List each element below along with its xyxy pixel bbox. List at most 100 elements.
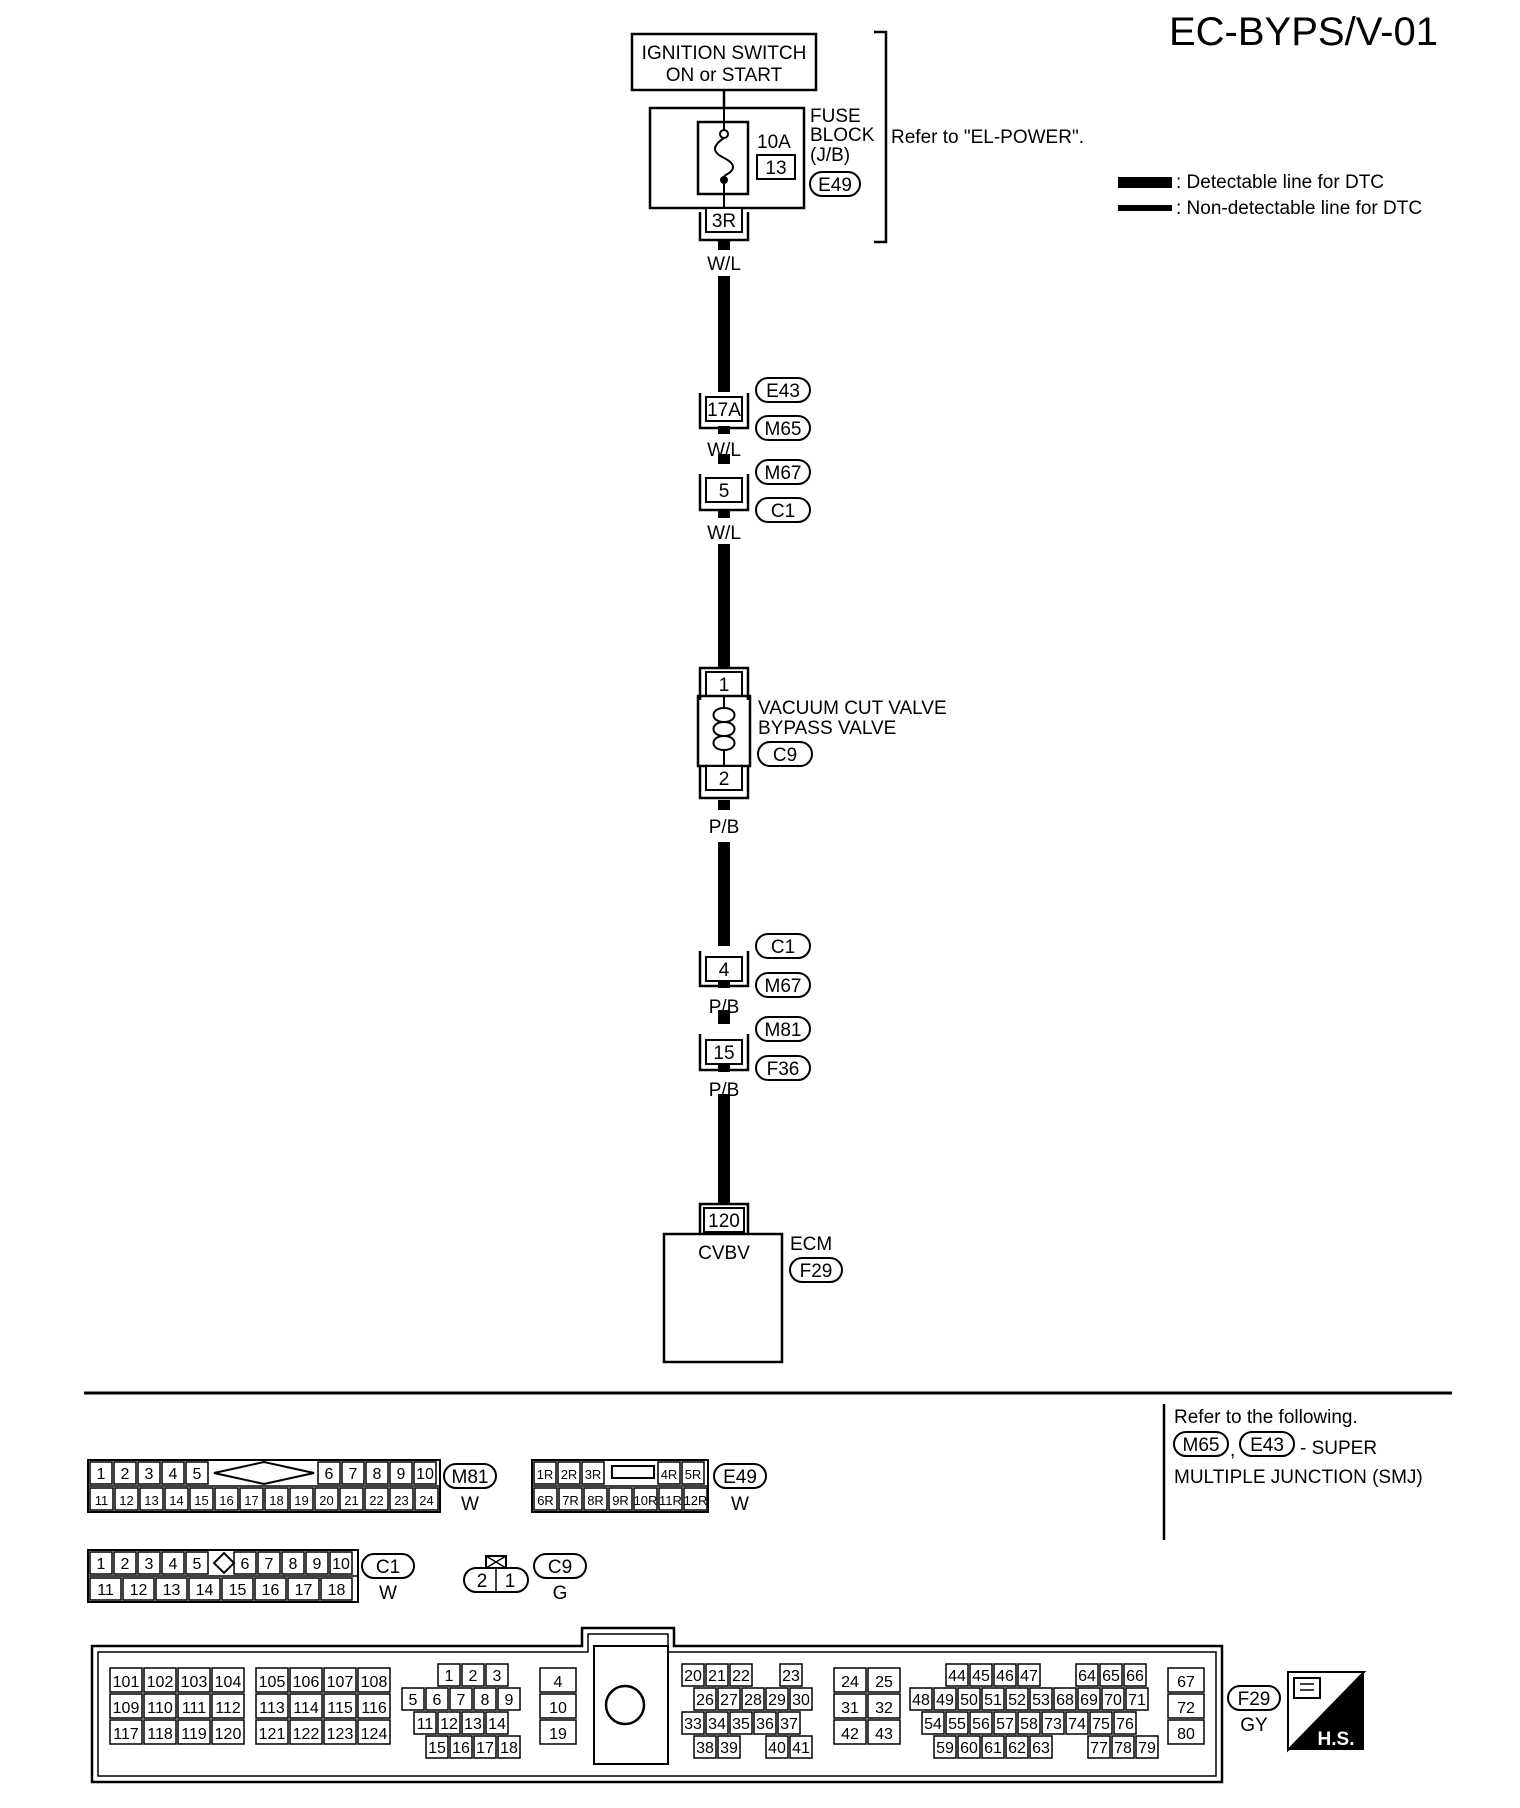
pin-cell <box>1017 1711 1041 1735</box>
pin-cell <box>539 1719 577 1745</box>
pin-cell <box>558 1487 583 1511</box>
detectable-line-swatch <box>1118 177 1172 188</box>
pin-cell <box>320 1577 353 1601</box>
pin-label: 5R <box>685 1467 702 1482</box>
pin-label: 4 <box>169 1556 178 1573</box>
pin-label: 102 <box>147 1674 174 1691</box>
pin-cell <box>1053 1687 1077 1711</box>
pin-label: 18 <box>269 1493 283 1508</box>
pin-label: 5 <box>409 1692 418 1709</box>
pin-cell <box>1101 1687 1125 1711</box>
connector-id: C9 <box>548 1557 572 1578</box>
pin-label: 4 <box>554 1674 563 1691</box>
pin-label: 7R <box>562 1493 579 1508</box>
pin-cell <box>143 1693 177 1719</box>
pin-cell <box>449 1735 473 1759</box>
pin-label: 77 <box>1090 1740 1108 1757</box>
pin-cell <box>341 1461 365 1485</box>
pin-cell <box>164 1487 189 1511</box>
pin-label: 19 <box>549 1726 567 1743</box>
pin-cell <box>189 1487 214 1511</box>
pin-cell <box>1075 1663 1099 1687</box>
pin-label: 3 <box>145 1466 154 1483</box>
pin-label: 116 <box>361 1700 387 1717</box>
pin-label: 68 <box>1056 1692 1074 1709</box>
pin-cell <box>1167 1719 1205 1745</box>
valve-pin2: 2 <box>719 769 730 790</box>
pin-label: 14 <box>196 1582 214 1599</box>
pin-cell <box>211 1667 245 1693</box>
pin-label: 2 <box>469 1668 478 1685</box>
pin-cell <box>633 1487 658 1511</box>
pin-cell <box>921 1711 945 1735</box>
pin-cell <box>933 1735 957 1759</box>
pin-cell <box>657 1461 681 1485</box>
pin-label: 33 <box>684 1716 702 1733</box>
pin-cell <box>113 1461 137 1485</box>
pin-label: 9 <box>313 1556 322 1573</box>
pin-cell <box>114 1487 139 1511</box>
pin-cell <box>89 1577 122 1601</box>
pin-cell <box>109 1667 143 1693</box>
pin-label: 10 <box>416 1466 434 1483</box>
pin-cell <box>143 1667 177 1693</box>
pin-label: 111 <box>182 1700 206 1717</box>
connector-color: G <box>553 1583 568 1604</box>
valve-name-line1: VACUUM CUT VALVE <box>758 698 947 719</box>
pin-cell <box>449 1687 473 1711</box>
pin-cell <box>993 1663 1017 1687</box>
pin-cell <box>289 1487 314 1511</box>
pin-label: 20 <box>684 1668 702 1685</box>
pin-cell <box>155 1577 188 1601</box>
pin-cell <box>339 1487 364 1511</box>
pin-cell <box>401 1687 425 1711</box>
pin-label: 50 <box>960 1692 978 1709</box>
pin-label: 60 <box>960 1740 978 1757</box>
pin-label: 43 <box>875 1726 893 1743</box>
harness-side-icon: H.S. <box>1287 1671 1367 1753</box>
wire-color-label: P/B <box>709 1080 740 1101</box>
pin-cell <box>867 1693 901 1719</box>
ignition-switch: IGNITION SWITCH ON or START <box>630 32 818 92</box>
pin-label: 64 <box>1078 1668 1096 1685</box>
wire-color-label: W/L <box>707 523 741 544</box>
pin-label: 5 <box>193 1466 202 1483</box>
pin-label: 3 <box>493 1668 502 1685</box>
pin-label: 119 <box>181 1726 207 1743</box>
pin-cell <box>214 1487 239 1511</box>
pin-label: 67 <box>1177 1674 1195 1691</box>
pin-label: 108 <box>361 1674 388 1691</box>
pin-label: 10 <box>549 1700 567 1717</box>
pin-cell <box>389 1461 413 1485</box>
pin-cell <box>305 1551 329 1575</box>
pin-label: 6R <box>537 1493 554 1508</box>
pin-cell <box>161 1551 185 1575</box>
pin-label: 10R <box>634 1493 658 1508</box>
pin-cell <box>461 1711 485 1735</box>
pin-label: 32 <box>875 1700 893 1717</box>
pin-label: 12 <box>440 1716 458 1733</box>
pin-cell <box>137 1551 161 1575</box>
pin-cell <box>909 1687 933 1711</box>
pin-cell <box>137 1461 161 1485</box>
pin-cell <box>957 1687 981 1711</box>
pin-cell <box>255 1719 289 1745</box>
pin-cell <box>539 1667 577 1693</box>
pin-label: 62 <box>1008 1740 1026 1757</box>
fuse-icon <box>714 108 734 208</box>
pin-cell <box>1111 1735 1135 1759</box>
fuse-block: 10A 13 FUSE BLOCK (J/B) E49 3R <box>648 106 875 242</box>
pin-label: 12 <box>130 1582 148 1599</box>
pin-cell <box>789 1687 813 1711</box>
pin-label: 71 <box>1128 1692 1146 1709</box>
pin-cell <box>1089 1711 1113 1735</box>
pin-label: 16 <box>219 1493 233 1508</box>
pin-cell <box>113 1551 137 1575</box>
ecm-terminal: 120 <box>708 1211 740 1232</box>
pin-label: 112 <box>215 1700 241 1717</box>
pin-cell <box>289 1693 323 1719</box>
pin-label: 6 <box>241 1556 250 1573</box>
pin-cell <box>969 1663 993 1687</box>
